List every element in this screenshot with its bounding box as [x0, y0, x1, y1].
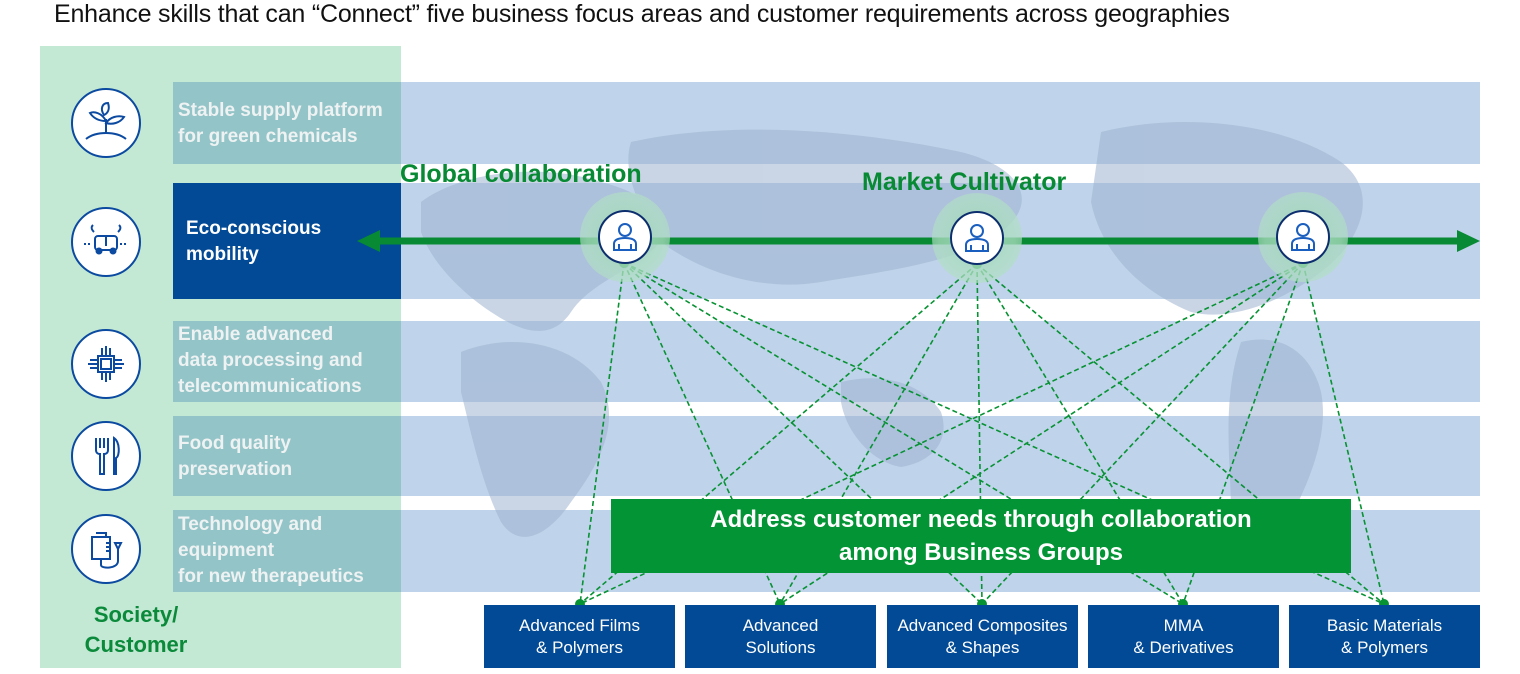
- business-group-1-line-2: & Polymers: [536, 637, 623, 657]
- society-label-line-2: Customer: [84, 632, 188, 657]
- focus-area-4-line-1: Food quality: [178, 433, 291, 454]
- focus-area-1-label: Stable supply platform for green chemica…: [178, 98, 383, 150]
- business-group-basic-materials-polymers: Basic Materials & Polymers: [1289, 605, 1480, 668]
- focus-area-4-line-2: preservation: [178, 459, 293, 480]
- focus-area-4-label-bg: [173, 416, 401, 496]
- person-icon: [1276, 210, 1330, 264]
- person-icon: [950, 211, 1004, 265]
- focus-area-5-line-2: equipment: [178, 540, 275, 561]
- focus-area-5-label: Technology and equipment for new therape…: [178, 512, 364, 590]
- business-group-advanced-solutions: Advanced Solutions: [685, 605, 876, 668]
- focus-area-1-line-1: Stable supply platform: [178, 100, 383, 121]
- business-group-2-line-2: Solutions: [745, 637, 816, 657]
- focus-area-3-label-bg: [173, 321, 401, 402]
- business-group-advanced-composites-shapes: Advanced Composites & Shapes: [887, 605, 1078, 668]
- center-message-box: Address customer needs through collabora…: [611, 499, 1351, 573]
- focus-area-2-line-1: Eco-conscious: [186, 218, 322, 239]
- focus-area-1-line-2: for green chemicals: [178, 126, 358, 147]
- focus-area-3-line-3: telecommunications: [178, 376, 362, 397]
- autonomous-vehicle-icon: [71, 207, 141, 277]
- business-group-3-line-2: & Shapes: [945, 637, 1020, 657]
- focus-area-1-label-bg: [173, 82, 401, 164]
- business-group-3-line-1: Advanced Composites: [897, 615, 1068, 635]
- business-group-1-line-1: Advanced Films: [519, 615, 640, 635]
- focus-area-5-line-3: for new therapeutics: [178, 566, 364, 587]
- focus-area-2-line-2: mobility: [186, 244, 259, 265]
- society-customer-label: Society/ Customer: [76, 600, 196, 660]
- business-group-advanced-films-polymers: Advanced Films & Polymers: [484, 605, 675, 668]
- center-message-line-2: among Business Groups: [838, 539, 1124, 566]
- focus-area-3-label: Enable advanced data processing and tele…: [178, 322, 363, 400]
- iv-drip-bag-icon: [71, 514, 141, 584]
- business-group-4-line-1: MMA: [1163, 615, 1204, 635]
- business-group-5-line-2: & Polymers: [1341, 637, 1428, 657]
- business-group-2-line-1: Advanced: [742, 615, 819, 635]
- page-title: Enhance skills that can “Connect” five b…: [54, 0, 1230, 28]
- business-group-5-line-1: Basic Materials: [1326, 615, 1443, 635]
- focus-area-3-line-2: data processing and: [178, 350, 363, 371]
- fork-knife-icon: [71, 421, 141, 491]
- society-label-line-1: Society/: [93, 602, 179, 627]
- plant-seedling-icon: [71, 88, 141, 158]
- focus-area-4-label: Food quality preservation: [178, 431, 292, 483]
- focus-area-3-line-1: Enable advanced: [178, 324, 334, 345]
- focus-area-5-label-bg: [173, 510, 401, 592]
- business-group-mma-derivatives: MMA & Derivatives: [1088, 605, 1279, 668]
- market-cultivator-label: Market Cultivator: [862, 168, 1067, 196]
- focus-area-2-label: Eco-conscious mobility: [186, 216, 321, 268]
- microchip-icon: [71, 329, 141, 399]
- business-group-4-line-2: & Derivatives: [1133, 637, 1234, 657]
- person-icon: [598, 210, 652, 264]
- global-collaboration-label: Global collaboration: [400, 160, 642, 188]
- center-message-line-1: Address customer needs through collabora…: [710, 506, 1252, 533]
- focus-area-5-line-1: Technology and: [178, 514, 323, 535]
